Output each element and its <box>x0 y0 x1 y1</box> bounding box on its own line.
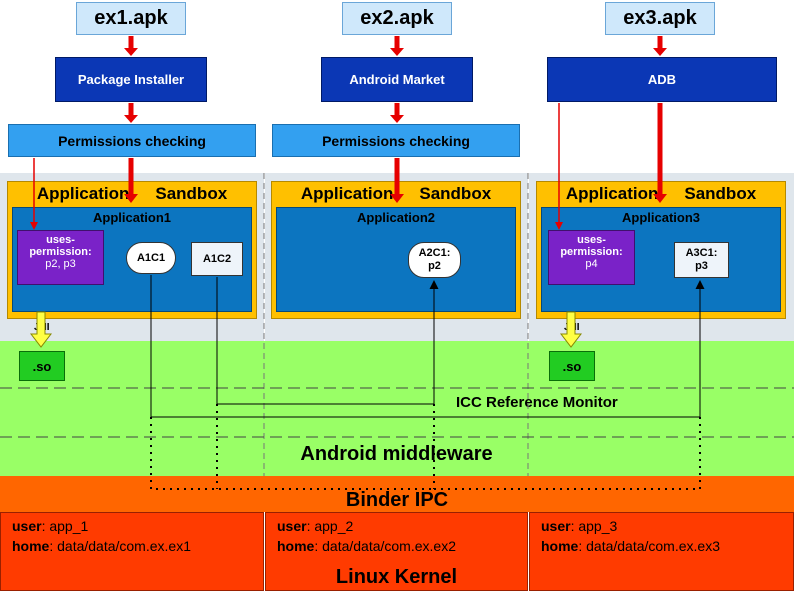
apk-box-1: ex1.apk <box>76 2 186 35</box>
sandbox-word-sandbox: Sandbox <box>419 184 492 203</box>
application-title-2: Application2 <box>356 210 435 225</box>
user-value: app_3 <box>578 518 618 534</box>
kernel-home-3: home: data/data/com.ex.ex3 <box>541 538 720 554</box>
arrowhead-apk1 <box>124 48 138 56</box>
home-value: data/data/com.ex.ex3 <box>586 538 720 554</box>
sandbox-word-application: Application <box>36 184 130 203</box>
android-market-box: Android Market <box>321 57 473 102</box>
arrowhead-installer2 <box>390 115 404 123</box>
apk-box-3: ex3.apk <box>605 2 715 35</box>
uses-permission-label: uses-permission: <box>29 234 92 258</box>
sandbox-title-1: Application Sandbox <box>7 184 257 206</box>
linux-kernel-label: Linux Kernel <box>335 565 458 588</box>
arrowhead-perm2 <box>390 194 404 203</box>
binder-dotted-line-left <box>150 417 434 490</box>
arrowhead-apk2 <box>390 48 404 56</box>
binder-ipc-band <box>0 476 794 512</box>
sandbox-title-2: Application Sandbox <box>271 184 521 206</box>
component-a1c2: A1C2 <box>191 242 243 276</box>
icc-reference-monitor-label: ICC Reference Monitor <box>452 394 622 411</box>
user-key: user <box>12 518 42 534</box>
apk-box-2: ex2.apk <box>342 2 452 35</box>
component-a2c1: A2C1: p2 <box>408 242 461 278</box>
binder-ipc-label: Binder IPC <box>345 488 449 511</box>
sandbox-word-application: Application <box>300 184 394 203</box>
application-box-2 <box>276 207 516 312</box>
uses-permission-label: uses-permission: <box>560 234 623 258</box>
arrowhead-perm1 <box>124 194 138 203</box>
uses-permission-box-1: uses-permission: p2, p3 <box>17 230 104 285</box>
component-a1c1: A1C1 <box>126 242 176 274</box>
package-installer-box: Package Installer <box>55 57 207 102</box>
jni-arrow-3 <box>559 311 583 348</box>
sandbox-word-sandbox: Sandbox <box>684 184 757 203</box>
binder-dotted-line-right <box>434 417 701 490</box>
sandbox-title-3: Application Sandbox <box>536 184 786 206</box>
adb-box: ADB <box>547 57 777 102</box>
kernel-user-1: user: app_1 <box>12 518 89 534</box>
user-value: app_1 <box>49 518 89 534</box>
middleware-zone <box>0 341 794 476</box>
jni-arrow-1 <box>29 311 53 348</box>
home-key: home <box>541 538 579 554</box>
user-key: user <box>277 518 307 534</box>
sandbox-word-sandbox: Sandbox <box>155 184 228 203</box>
kernel-cell-1 <box>0 512 264 591</box>
home-key: home <box>12 538 50 554</box>
user-key: user <box>541 518 571 534</box>
application-title-1: Application1 <box>92 210 171 225</box>
component-a3c1: A3C1: p3 <box>674 242 729 278</box>
arrowhead-installer1 <box>124 115 138 123</box>
android-middleware-label: Android middleware <box>300 442 493 465</box>
kernel-user-3: user: app_3 <box>541 518 618 534</box>
arrowhead-apk3 <box>653 48 667 56</box>
user-value: app_2 <box>314 518 354 534</box>
kernel-user-2: user: app_2 <box>277 518 354 534</box>
uses-permission-values: p2, p3 <box>45 258 76 270</box>
uses-permission-values: p4 <box>585 258 598 270</box>
home-key: home <box>277 538 315 554</box>
arrowhead-adb <box>653 194 667 203</box>
permissions-checking-box-2: Permissions checking <box>272 124 520 157</box>
uses-permission-box-3: uses-permission: p4 <box>548 230 635 285</box>
home-value: data/data/com.ex.ex1 <box>57 538 191 554</box>
icc-line-a1c2-a2c1 <box>216 277 439 405</box>
so-library-1: .so <box>19 351 65 381</box>
application-title-3: Application3 <box>621 210 700 225</box>
home-value: data/data/com.ex.ex2 <box>322 538 456 554</box>
so-library-3: .so <box>549 351 595 381</box>
sandbox-word-application: Application <box>565 184 659 203</box>
icc-line-a1c1-a3c1 <box>150 275 705 418</box>
permissions-checking-box-1: Permissions checking <box>8 124 256 157</box>
kernel-home-2: home: data/data/com.ex.ex2 <box>277 538 456 554</box>
kernel-home-1: home: data/data/com.ex.ex1 <box>12 538 191 554</box>
